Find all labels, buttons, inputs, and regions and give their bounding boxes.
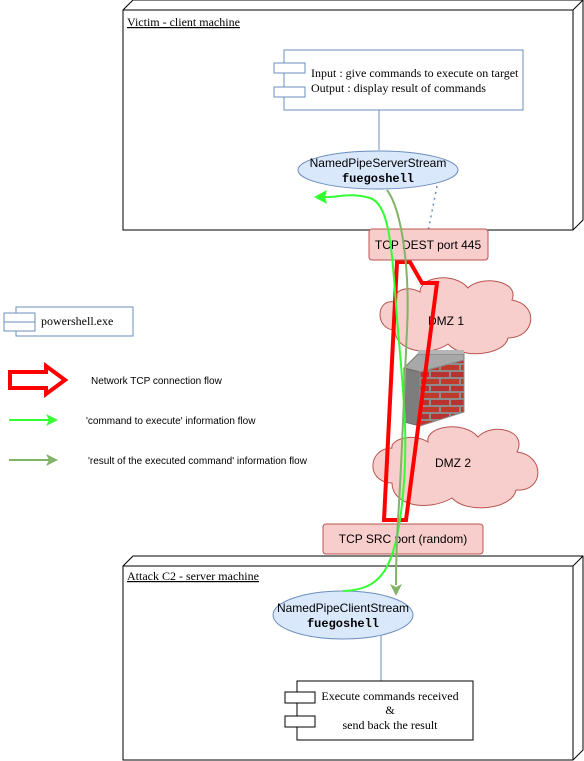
tcp-src-label: TCP SRC port (random) — [339, 532, 467, 546]
victim-component-line1: Input : give commands to execute on targ… — [311, 66, 519, 80]
client-stream-line1: NamedPipeClientStream — [277, 601, 409, 615]
tcp-src-box[interactable]: TCP SRC port (random) — [322, 523, 484, 555]
attacker-component[interactable]: Execute commands received & send back th… — [284, 680, 474, 741]
result-flow-arrow — [386, 189, 409, 586]
tcp-dest-box[interactable]: TCP DEST port 445 — [368, 228, 489, 261]
attacker-component-line3: send back the result — [343, 718, 439, 732]
dotted-connector — [427, 185, 438, 233]
legend-result-flow-label: 'result of the executed command' informa… — [88, 456, 308, 467]
client-stream-ellipse[interactable]: NamedPipeClientStream fuegoshell — [272, 590, 414, 640]
legend-darkgreen-arrow-icon — [46, 454, 58, 466]
legend-command-flow: 'command to execute' information flow — [9, 414, 256, 427]
component-tab-icon — [284, 691, 316, 704]
server-stream-ellipse[interactable]: NamedPipeServerStream fuegoshell — [297, 150, 459, 190]
victim-component[interactable]: Input : give commands to execute on targ… — [273, 49, 524, 111]
server-stream-line2: fuegoshell — [342, 172, 414, 186]
tcp-dest-label: TCP DEST port 445 — [375, 238, 482, 252]
dmz2-label: DMZ 2 — [435, 456, 471, 470]
dmz2-cloud[interactable]: DMZ 2 — [372, 426, 539, 509]
legend-network-flow: Network TCP connection flow — [8, 362, 223, 398]
dmz1-cloud[interactable]: DMZ 1 — [379, 277, 532, 355]
legend-powershell-label: powershell.exe — [41, 314, 113, 328]
victim-node-title: Victim - client machine — [127, 15, 240, 29]
dmz1-label: DMZ 1 — [428, 314, 464, 328]
legend-network-flow-label: Network TCP connection flow — [91, 376, 223, 387]
legend-powershell[interactable]: powershell.exe — [3, 306, 134, 337]
legend-command-flow-label: 'command to execute' information flow — [86, 416, 256, 427]
result-flow-arrowhead — [390, 584, 402, 596]
component-tab-icon — [273, 62, 306, 74]
victim-component-line2: Output : display result of commands — [311, 81, 486, 95]
legend-result-flow: 'result of the executed command' informa… — [9, 454, 308, 467]
component-tab-icon — [273, 86, 306, 98]
command-flow-arrowhead — [314, 190, 327, 204]
component-tab-icon — [3, 312, 36, 323]
legend-green-arrow-icon — [46, 414, 58, 426]
legend-red-arrow-icon — [8, 362, 69, 398]
attacker-component-line1: Execute commands received — [321, 689, 458, 703]
component-tab-icon — [3, 321, 36, 332]
attacker-node-title: Attack C2 - server machine — [127, 569, 259, 583]
component-tab-icon — [284, 715, 316, 728]
client-stream-line2: fuegoshell — [307, 617, 379, 631]
firewall-icon — [403, 350, 465, 427]
server-stream-line1: NamedPipeServerStream — [310, 156, 447, 170]
network-flow-arrow — [381, 260, 440, 522]
command-flow-arrow — [324, 194, 407, 592]
attacker-component-line2: & — [385, 703, 395, 717]
